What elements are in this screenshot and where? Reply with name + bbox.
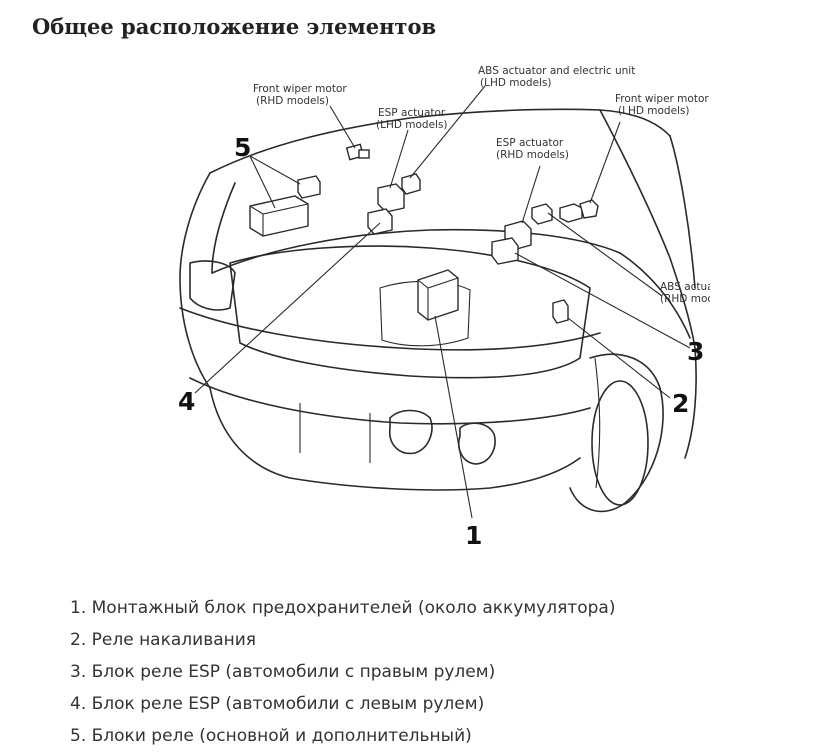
callout-esp-rhd-line1: ESP actuator bbox=[496, 137, 564, 149]
callout-abs-rhd-line2: (RHD models) bbox=[660, 293, 710, 305]
component-legend: 1. Монтажный блок предохранителей (около… bbox=[48, 592, 615, 752]
callout-esp-lhd-line1: ESP actuator bbox=[378, 107, 446, 119]
number-5: 5 bbox=[234, 133, 251, 162]
car-body bbox=[179, 108, 697, 513]
component-numbers: 1 2 3 4 5 bbox=[178, 133, 704, 550]
callout-esp-lhd-line2: (LHD models) bbox=[376, 119, 448, 131]
callout-abs-lhd-line1: ABS actuator and electric unit bbox=[478, 65, 635, 77]
callout-front-wiper-lhd-line1: Front wiper motor bbox=[615, 93, 709, 105]
legend-item: 3. Блок реле ESP (автомобили с правым ру… bbox=[70, 662, 496, 682]
component-parts bbox=[249, 143, 599, 324]
callout-abs-rhd-line1: ABS actuator and electric unit bbox=[660, 281, 710, 293]
number-4: 4 bbox=[178, 387, 195, 416]
number-3: 3 bbox=[687, 337, 704, 366]
callout-abs-lhd-line2: (LHD models) bbox=[480, 77, 552, 89]
car-line-drawing: Front wiper motor (RHD models) ESP actua… bbox=[178, 65, 710, 550]
legend-item: 4. Блок реле ESP (автомобили с левым рул… bbox=[70, 694, 485, 714]
callout-front-wiper-rhd-line1: Front wiper motor bbox=[253, 83, 347, 95]
legend-item: 2. Реле накаливания bbox=[70, 630, 257, 650]
legend-item: 5. Блоки реле (основной и дополнительный… bbox=[70, 726, 472, 746]
callout-front-wiper-lhd-line2: (LHD models) bbox=[618, 105, 690, 117]
component-location-diagram: Front wiper motor (RHD models) ESP actua… bbox=[150, 58, 710, 558]
number-2: 2 bbox=[672, 389, 689, 418]
page-title: Общее расположение элементов bbox=[32, 14, 437, 39]
number-1: 1 bbox=[465, 521, 482, 550]
callout-labels: Front wiper motor (RHD models) ESP actua… bbox=[253, 65, 710, 305]
callout-front-wiper-rhd-line2: (RHD models) bbox=[256, 95, 329, 107]
leader-lines bbox=[194, 85, 691, 519]
callout-esp-rhd-line2: (RHD models) bbox=[496, 149, 569, 161]
legend-item: 1. Монтажный блок предохранителей (около… bbox=[70, 598, 616, 618]
